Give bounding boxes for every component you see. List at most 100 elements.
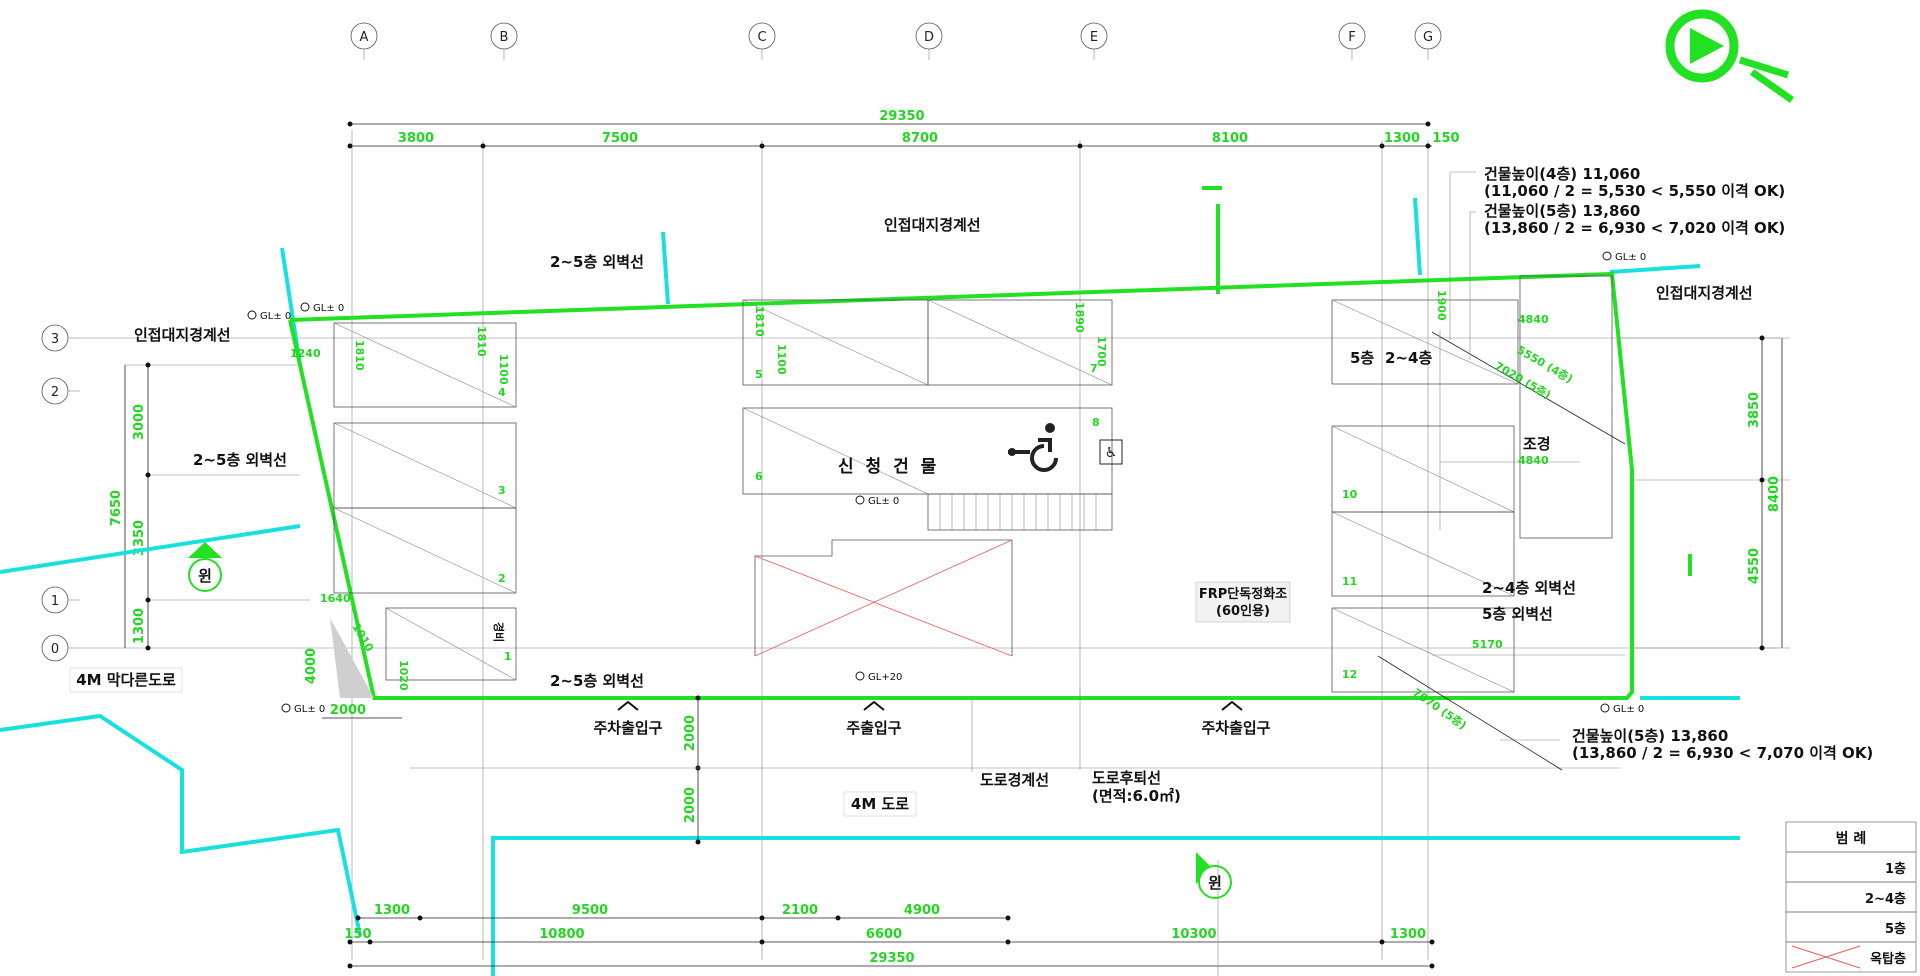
svg-text:1100: 1100 [775,344,788,375]
svg-text:건물높이(5층) 13,860: 건물높이(5층) 13,860 [1572,727,1728,745]
entry-markers [617,700,1243,711]
entry-parking-2-label: 주차출입구 [1201,719,1270,737]
svg-text:B: B [500,30,509,45]
svg-text:(13,860 / 2 = 6,930 < 7,020 이격: (13,860 / 2 = 6,930 < 7,020 이격 OK) [1484,219,1785,237]
svg-text:3: 3 [498,484,506,497]
grid-bubble-D: D [915,22,943,60]
wind-marker-left: 윈 [188,542,222,592]
svg-text:1: 1 [51,594,59,609]
wall-2-5-left-label: 2~5층 외벽선 [193,451,287,469]
svg-text:GL± 0: GL± 0 [260,311,291,322]
building-label: 신 청 건 물 [838,456,939,477]
grid-column-bubbles: A B C D E F G [350,22,1442,60]
svg-text:1640: 1640 [320,592,351,605]
svg-text:(13,860 / 2 = 6,930 < 7,070 이격: (13,860 / 2 = 6,930 < 7,070 이격 OK) [1572,744,1873,762]
building-outlines [333,275,1626,693]
svg-text:11: 11 [1342,575,1357,588]
svg-text:7500: 7500 [602,131,638,146]
svg-text:3800: 3800 [398,131,434,146]
legend: 범 례 1층 2~4층 5층 옥탑층 [1785,821,1917,973]
wind-marker-bottom: 윈 [1196,852,1232,976]
floor-5-label: 5층 [1350,349,1374,367]
svg-text:1700: 1700 [1095,336,1108,367]
svg-text:1300: 1300 [1390,927,1426,942]
wall-2-5-bottom-label: 2~5층 외벽선 [550,672,644,690]
svg-text:5: 5 [755,368,763,381]
bottom-dimensions: 1300 9500 2100 4900 150 10800 6600 10300… [344,903,1435,969]
septic-label-2: (60인용) [1216,603,1270,619]
grid-bubble-1: 1 [41,586,80,614]
wheelchair-small-icon: ♿ [1099,439,1123,465]
north-arrow-icon [1665,9,1795,103]
svg-text:1810: 1810 [475,326,488,357]
setback-label-1: 도로후퇴선 [1092,769,1161,787]
svg-text:4550: 4550 [1747,548,1762,584]
grid-bubble-F: F [1338,22,1366,60]
labels: 인접대지경계선 인접대지경계선 인접대지경계선 2~5층 외벽선 2~5층 외벽… [69,216,1753,817]
svg-text:3350: 3350 [132,520,147,556]
landscape-label: 조경 [1523,435,1551,453]
svg-text:10800: 10800 [539,927,584,942]
svg-text:2: 2 [498,572,506,585]
legend-item: 2~4층 [1865,891,1906,907]
adjacent-boundary-left-label: 인접대지경계선 [134,326,231,344]
road-4m-label: 4M 도로 [851,795,909,813]
svg-text:10300: 10300 [1171,927,1216,942]
svg-text:1010: 1010 [349,621,376,654]
wheelchair-icon [1008,423,1058,472]
adjacent-boundary-top-label: 인접대지경계선 [884,216,981,234]
svg-text:10: 10 [1342,488,1358,501]
svg-text:1810: 1810 [353,340,366,371]
svg-text:건물높이(4층) 11,060: 건물높이(4층) 11,060 [1484,165,1640,183]
svg-text:A: A [360,30,369,45]
svg-text:1300: 1300 [374,903,410,918]
svg-text:1900: 1900 [1435,290,1448,321]
adjacent-boundary-right-label: 인접대지경계선 [1656,284,1753,302]
svg-text:F: F [1348,30,1355,45]
wall-5-right-label: 5층 외벽선 [1482,605,1553,623]
svg-text:1020: 1020 [397,660,410,691]
grid-row-bubbles: 3 2 1 0 [41,324,80,662]
svg-text:7650: 7650 [109,490,124,526]
svg-text:6: 6 [755,470,763,483]
gl-marker: GL± 0 [855,495,899,507]
svg-text:4840: 4840 [1518,454,1549,467]
legend-item: 1층 [1885,861,1906,877]
svg-text:5170: 5170 [1472,638,1503,651]
svg-text:GL± 0: GL± 0 [868,496,899,507]
wall-2-4-right-label: 2~4층 외벽선 [1482,579,1576,597]
setback-label-2: (면적:6.0㎡) [1092,787,1181,805]
svg-text:(11,060 / 2 = 5,530 < 5,550 이격: (11,060 / 2 = 5,530 < 5,550 이격 OK) [1484,182,1785,200]
svg-text:1100: 1100 [497,354,510,385]
right-dimensions: 3850 4550 8400 [1620,335,1790,651]
svg-text:0: 0 [51,642,59,657]
grid-bubble-E: E [1080,22,1108,60]
svg-text:8400: 8400 [1767,476,1782,512]
svg-text:GL± 0: GL± 0 [1615,252,1646,263]
svg-text:3850: 3850 [1747,392,1762,428]
svg-text:4900: 4900 [904,903,940,918]
svg-text:2100: 2100 [782,903,818,918]
svg-text:C: C [757,30,766,45]
left-dimensions: 7650 3000 3350 1300 4000 2000 [109,362,402,719]
svg-text:1300: 1300 [1384,131,1420,146]
grid-bubble-3: 3 [41,324,80,352]
grid-lines [80,130,1780,960]
svg-text:D: D [924,30,934,45]
svg-text:건물높이(5층) 13,860: 건물높이(5층) 13,860 [1484,202,1640,220]
legend-title: 범 례 [1836,831,1867,847]
grid-bubble-B: B [490,22,518,60]
grid-bubble-2: 2 [41,377,80,405]
svg-text:150: 150 [1432,131,1459,146]
grid-bubble-0: 0 [41,634,80,662]
septic-label-1: FRP단독정화조 [1199,586,1287,602]
top-dimensions: 29350 3800 7500 8700 8100 1300 150 [347,109,1460,149]
svg-text:1810: 1810 [753,306,766,337]
road-dimensions: 2000 2000 [410,695,1620,845]
svg-text:4: 4 [498,386,506,399]
road-boundary-label: 도로경계선 [980,771,1049,789]
ground-level-markers: GL± 0 GL± 0 GL± 0 GL± 0 GL± 0 GL± 0 GL+2… [247,251,1646,715]
parking-numbers: 1 2 3 4 5 6 7 8 10 11 12 [498,362,1358,681]
gl-marker: GL+20 [855,671,902,683]
